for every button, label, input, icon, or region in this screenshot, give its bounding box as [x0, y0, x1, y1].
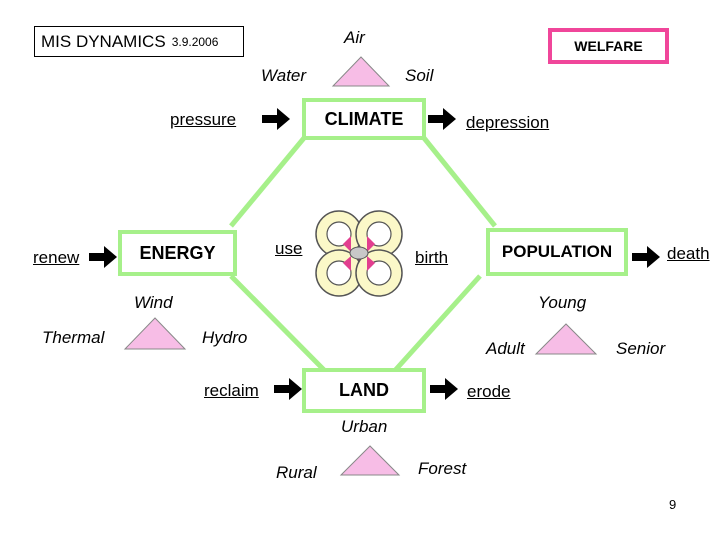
title-box: MIS DYNAMICS 3.9.2006	[34, 26, 244, 57]
connector-climate-energy	[229, 136, 306, 228]
arrow-death	[632, 246, 660, 268]
climate-triangle-top-label: Air	[344, 28, 365, 47]
land-triangle-right-label: Forest	[418, 459, 467, 478]
renew-label: renew	[33, 248, 80, 267]
population-label: POPULATION	[501, 242, 613, 261]
ring-hole-top-left	[326, 221, 352, 247]
population-triangle-right-label: Senior	[616, 339, 666, 358]
connector-climate-population	[422, 136, 497, 228]
depression-label: depression	[466, 113, 550, 132]
ring-hole-top-right	[366, 221, 392, 247]
page-title: MIS DYNAMICS	[41, 31, 166, 51]
population-triangle-top-label: Young	[538, 293, 587, 312]
energy-triangle-left-label: Thermal	[42, 328, 105, 347]
birth-label: birth	[415, 248, 449, 267]
climate-box: CLIMATE	[302, 98, 426, 140]
magenta-wedge-tr	[367, 236, 375, 252]
reclaim-label: reclaim	[204, 381, 259, 400]
climate-triangle-left-label: Water	[261, 66, 307, 85]
energy-triangle	[123, 317, 187, 350]
energy-triangle-top-label: Wind	[134, 293, 173, 312]
population-triangle-left-label: Adult	[486, 339, 525, 358]
connector-population-land	[388, 274, 482, 378]
magenta-wedge-br	[367, 256, 375, 271]
climate-triangle	[331, 56, 391, 87]
welfare-box: WELFARE	[548, 28, 669, 64]
energy-triangle-right-label: Hydro	[202, 328, 248, 347]
population-triangle	[534, 323, 598, 355]
land-label: LAND	[339, 380, 389, 400]
center-emblem	[315, 210, 403, 297]
death-label: death	[667, 244, 710, 263]
energy-box: ENERGY	[118, 230, 237, 276]
land-box: LAND	[302, 368, 426, 413]
land-triangle-left-label: Rural	[276, 463, 317, 482]
land-triangle-top-label: Urban	[341, 417, 388, 436]
emblem-center-oval	[349, 246, 369, 260]
arrow-reclaim	[274, 378, 302, 400]
ring-hole-bottom-right	[366, 260, 392, 286]
climate-label: CLIMATE	[324, 108, 404, 129]
erode-label: erode	[467, 382, 511, 401]
arrow-depression	[428, 108, 456, 130]
ring-hole-bottom-left	[326, 260, 352, 286]
title-date: 3.9.2006	[171, 34, 219, 49]
climate-triangle-right-label: Soil	[405, 66, 434, 85]
arrow-erode	[430, 378, 458, 400]
population-box: POPULATION	[486, 228, 628, 276]
arrow-pressure	[262, 108, 290, 130]
hexagon-connectors	[229, 136, 497, 378]
welfare-label: WELFARE	[574, 38, 643, 54]
magenta-wedge-tl	[343, 236, 351, 252]
triangle-shapes	[123, 56, 598, 476]
magenta-wedge-bl	[343, 256, 351, 271]
pressure-label: pressure	[170, 110, 237, 129]
arrow-renew	[89, 246, 117, 268]
land-triangle	[339, 445, 401, 476]
page-number: 9	[669, 497, 677, 512]
use-label: use	[275, 239, 303, 258]
connector-energy-land	[229, 274, 332, 378]
energy-label: ENERGY	[139, 242, 216, 263]
